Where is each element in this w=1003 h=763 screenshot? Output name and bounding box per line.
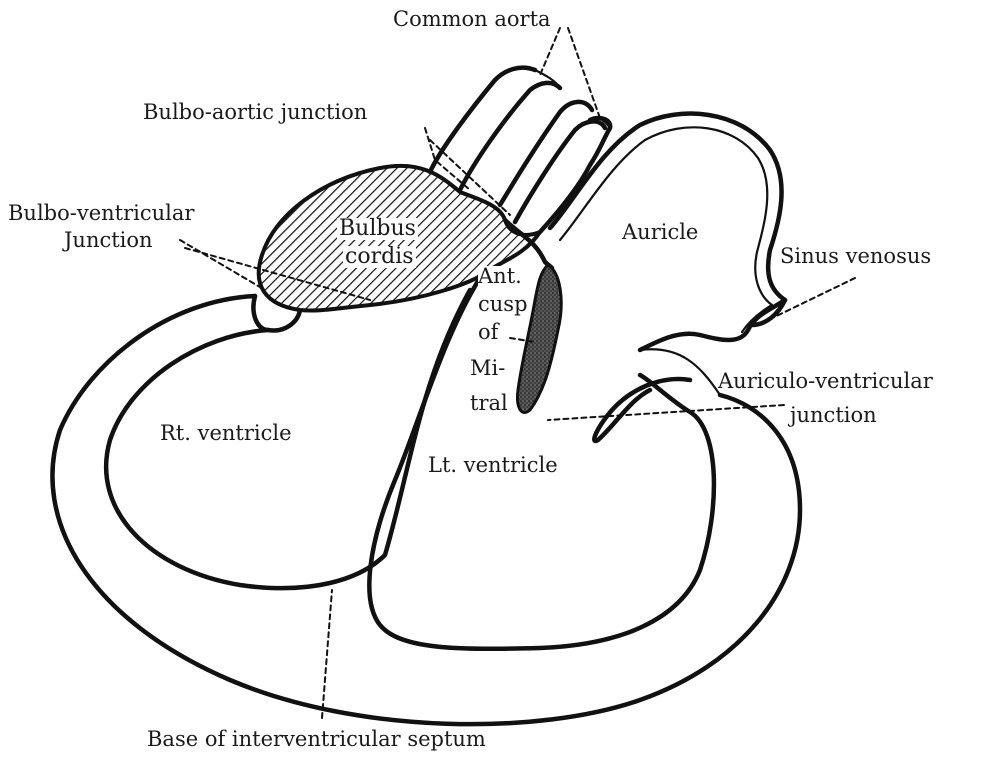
label-sinus-venosus: Sinus venosus [780,246,931,267]
label-bulbus: Bulbus [337,218,418,240]
label-av-junction: junction [790,405,877,426]
leader-auriculo-ventricular [548,405,784,420]
leader-base-septum [322,590,332,718]
av-valve-flap [594,379,690,441]
label-cusp: cusp [478,294,528,315]
label-auricle: Auricle [622,222,698,243]
label-base-septum: Base of interventricular septum [147,729,486,750]
label-ant: Ant. [478,266,522,287]
label-lt-ventricle: Lt. ventricle [428,455,558,476]
label-mi: Mi- [470,358,505,379]
label-bulbo-ventricular: Bulbo-ventricular [8,203,194,224]
label-cordis: cordis [343,246,416,268]
av-valve-inner [640,349,720,395]
mitral-cusp [518,265,562,412]
label-junction: Junction [64,230,153,251]
label-tral: tral [470,393,508,414]
label-auriculo-ventricular: Auriculo-ventricular [718,371,933,392]
label-of: of [478,322,498,343]
label-bulbo-aortic-junction: Bulbo-aortic junction [143,102,367,123]
aorta-tube-outer-left [430,68,535,172]
aorta-tube-outer-right [540,118,610,232]
aorta-tube-cap [535,70,610,128]
label-common-aorta: Common aorta [393,9,551,30]
label-rt-ventricle: Rt. ventricle [160,423,292,444]
